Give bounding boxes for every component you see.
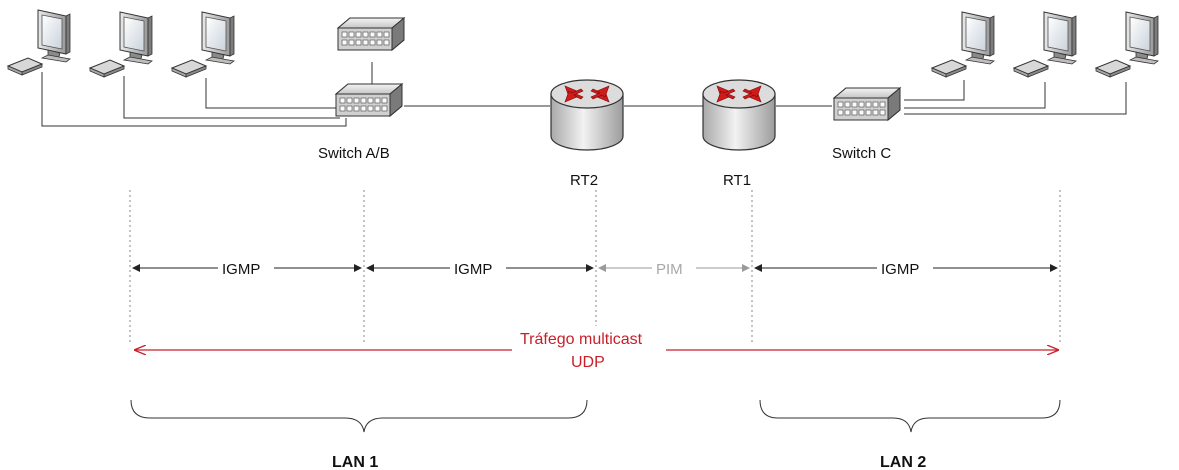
traffic-label-line2: UDP (571, 354, 605, 371)
cables (41, 62, 1127, 127)
computer-icon (7, 9, 71, 76)
router-rt1-label: RT1 (723, 172, 751, 189)
igmp-label-3: IGMP (881, 261, 919, 278)
computer-icon (89, 11, 153, 78)
pim-label: PIM (656, 261, 683, 278)
cable-pc1 (41, 72, 347, 127)
switch-ab-label: Switch A/B (318, 145, 390, 162)
cable-pc4 (904, 80, 965, 101)
cable-pc6 (904, 82, 1127, 115)
computer-icon (1095, 11, 1159, 78)
computer-icon (931, 11, 995, 78)
cable-pc2 (123, 76, 340, 119)
guide-lines (129, 190, 1061, 345)
lan1-label: LAN 1 (332, 454, 378, 470)
cable-pc3 (205, 78, 340, 109)
switch-top-icon (337, 17, 405, 51)
computer-icon (171, 11, 235, 78)
router-rt2-label: RT2 (570, 172, 598, 189)
computer-icon (1013, 11, 1077, 78)
igmp-label-2: IGMP (454, 261, 492, 278)
lan2-label: LAN 2 (880, 454, 926, 470)
lan1-brace (130, 399, 588, 433)
router-rt1-icon (702, 79, 776, 151)
device-icons (7, 9, 1159, 151)
igmp-label-1: IGMP (222, 261, 260, 278)
lan2-brace (759, 399, 1061, 433)
router-rt2-icon (550, 79, 624, 151)
switch-c-icon (833, 87, 901, 121)
switch-ab-icon (335, 83, 403, 117)
cable-pc5 (904, 82, 1046, 109)
traffic-label-line1: Tráfego multicast (520, 331, 643, 348)
switch-c-label: Switch C (832, 145, 891, 162)
